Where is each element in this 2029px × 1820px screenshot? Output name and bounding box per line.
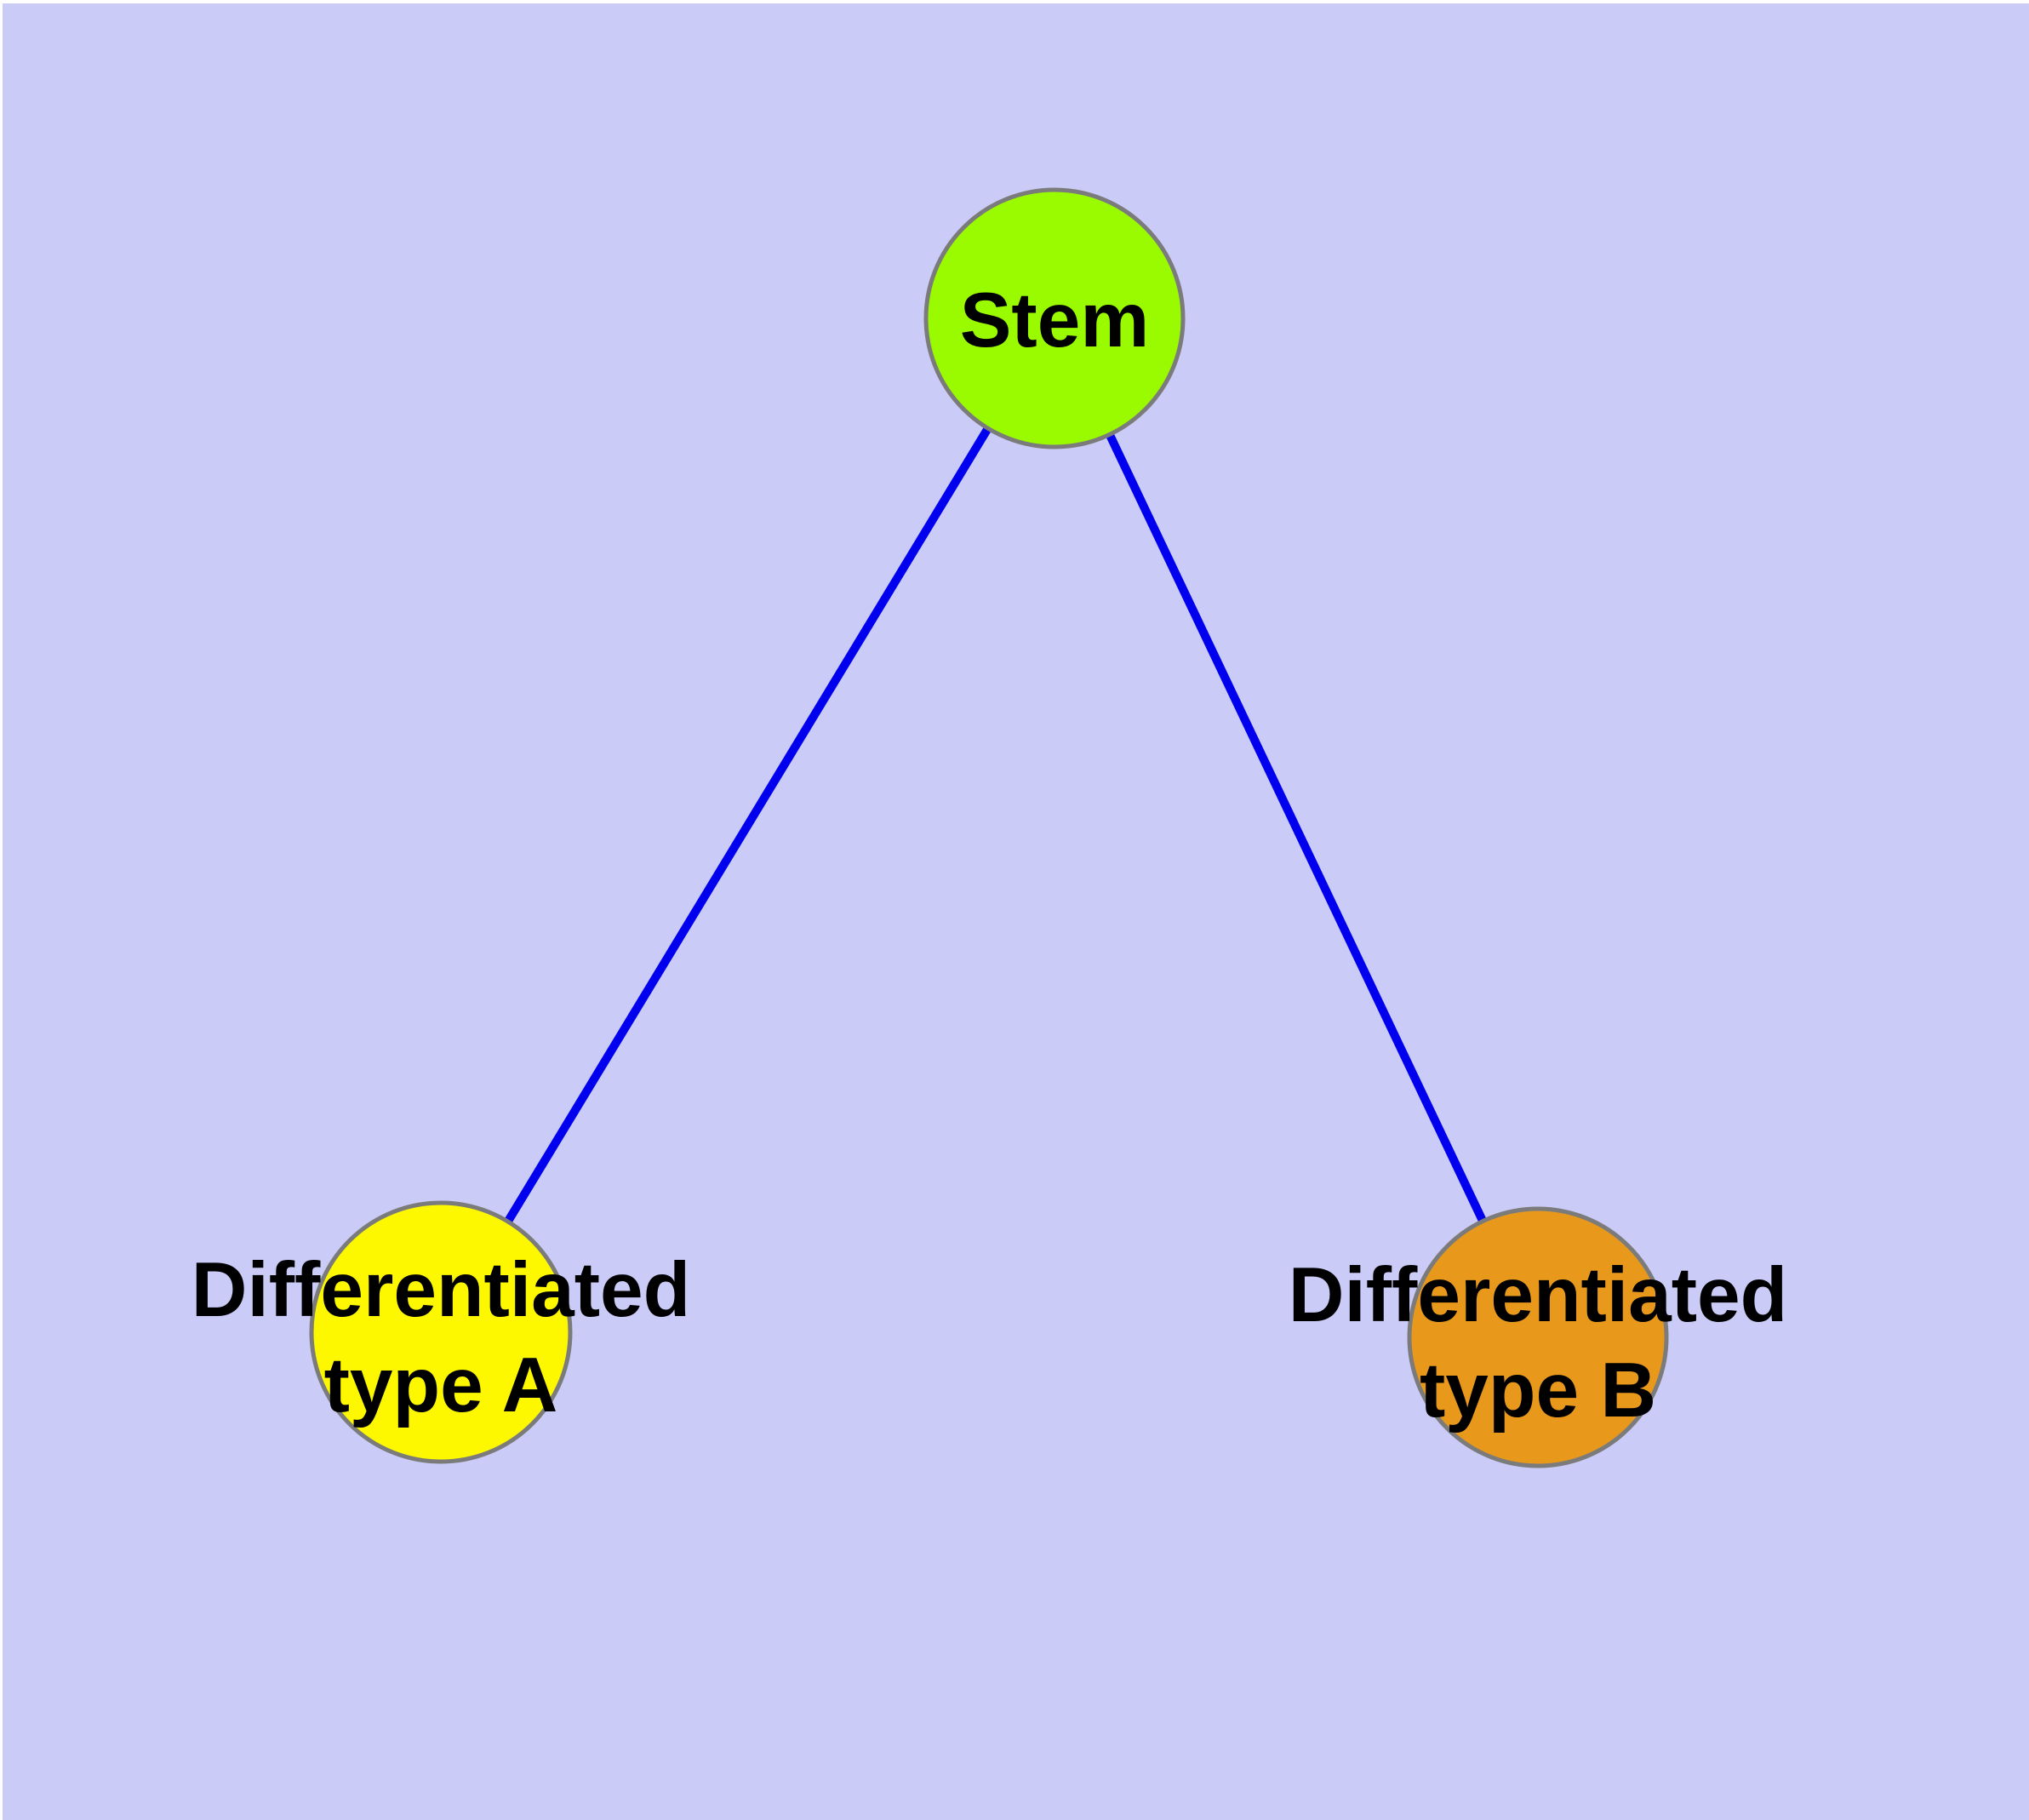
left-margin-strip — [0, 0, 3, 1820]
node-differentiated-type-b-label-line1: Differentiated — [1289, 1252, 1788, 1338]
node-differentiated-type-a-label-line2: type A — [324, 1342, 558, 1428]
edge-stem-to-type-b — [1050, 316, 1542, 1340]
edge-stem-to-type-a — [437, 316, 1059, 1335]
node-differentiated-type-a: Differentiated type A — [191, 1200, 691, 1464]
node-stem-circle — [923, 187, 1186, 449]
node-stem-label: Stem — [960, 278, 1150, 363]
node-differentiated-type-b: Differentiated type B — [1289, 1206, 1788, 1468]
node-differentiated-type-a-circle — [309, 1200, 573, 1464]
node-differentiated-type-a-label-line1: Differentiated — [191, 1247, 691, 1333]
node-stem: Stem — [923, 187, 1186, 449]
node-differentiated-type-b-label-line2: type B — [1420, 1348, 1656, 1434]
edge-group — [437, 316, 1542, 1340]
node-differentiated-type-b-circle — [1407, 1206, 1669, 1468]
top-margin-strip — [0, 0, 2029, 3]
